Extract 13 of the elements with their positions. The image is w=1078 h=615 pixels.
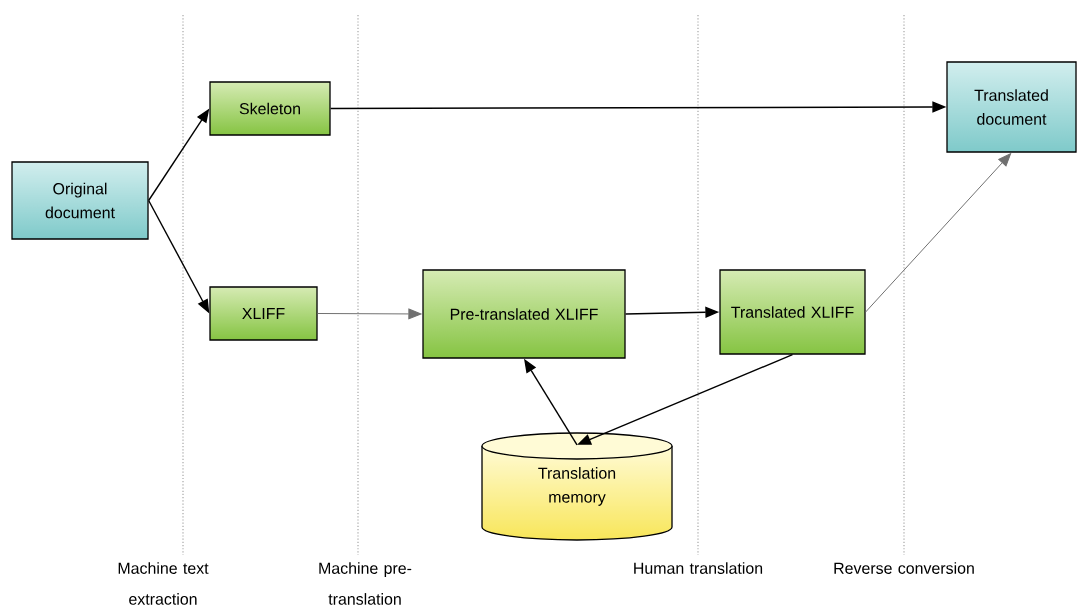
document-box: Original document <box>11 161 149 240</box>
process-box: XLIFF <box>209 286 318 341</box>
column-label: Machine pre-translation <box>319 562 412 605</box>
process-box: Pre-translated XLIFF <box>422 269 626 359</box>
database-cylinder: Translation memory <box>481 432 673 541</box>
document-box: Translated document <box>946 61 1077 153</box>
column-label: Human translation <box>634 562 763 574</box>
column-label: Machine text extraction <box>118 562 209 605</box>
column-label: Reverse conversion <box>834 562 974 574</box>
arrow <box>317 308 422 320</box>
process-box: Translated XLIFF <box>719 269 866 355</box>
arrow <box>865 153 1012 313</box>
process-box: Skeleton <box>209 81 331 136</box>
